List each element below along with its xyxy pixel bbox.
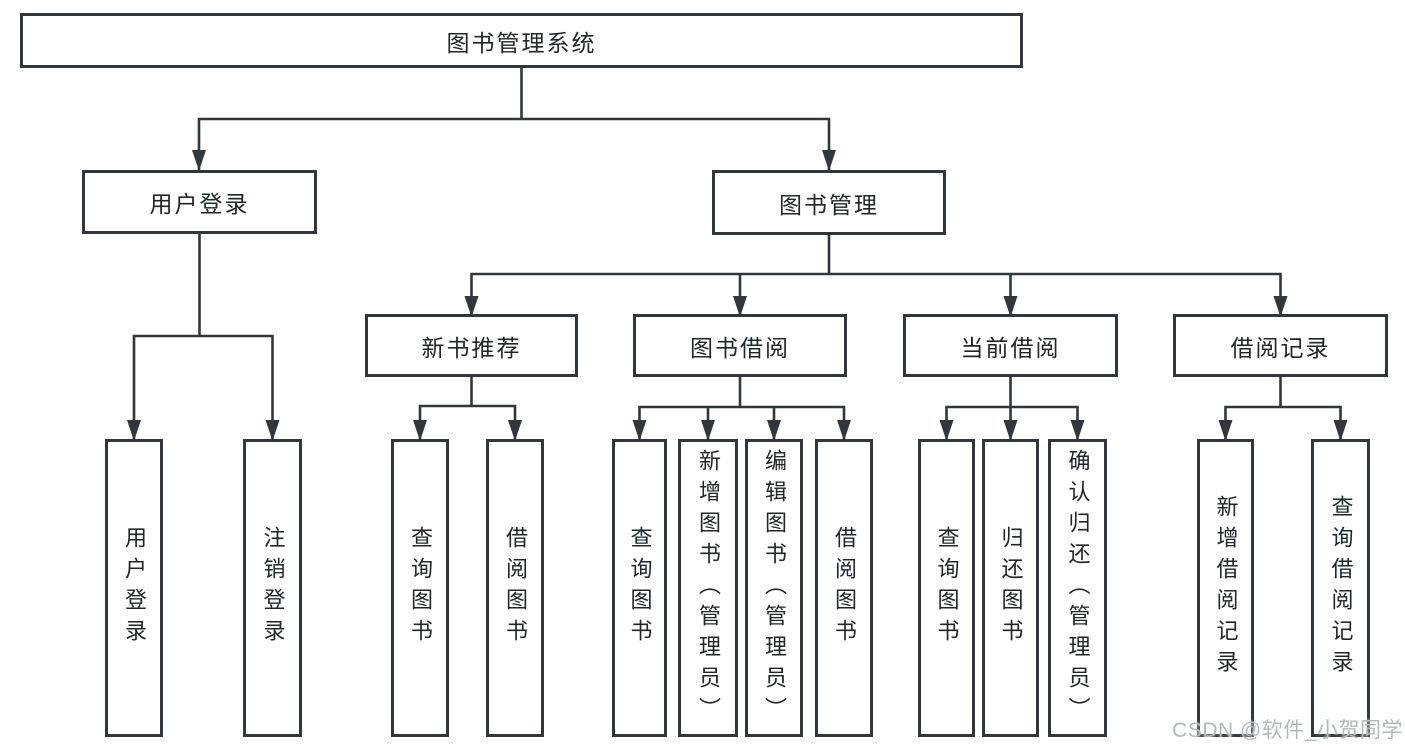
node-label: 借阅图书 bbox=[832, 526, 857, 650]
arrow-down-icon bbox=[632, 420, 647, 441]
node-label: 新书推荐 bbox=[421, 334, 522, 361]
node-label: 图书借阅 bbox=[690, 334, 790, 361]
edge-newbook-to-leaves bbox=[418, 375, 517, 444]
arrow-down-icon bbox=[767, 420, 781, 441]
edge-bookmgmt-to-level2 bbox=[470, 232, 1282, 320]
edge-userlogin-to-leaves bbox=[132, 231, 274, 444]
node-label: 新增借阅记录 bbox=[1213, 495, 1239, 681]
arrow-down-icon bbox=[508, 420, 522, 441]
arrow-down-icon bbox=[265, 420, 280, 441]
node-leaf-borrow-books: 借阅图书 bbox=[815, 439, 873, 737]
node-label: 用户登录 bbox=[122, 526, 147, 650]
arrowhead-icons bbox=[127, 150, 1348, 441]
node-label: 用户登录 bbox=[149, 191, 250, 217]
node-book-management: 图书管理 bbox=[712, 170, 946, 235]
arrow-down-icon bbox=[192, 150, 206, 171]
node-leaf-confirm-return-admin: 确认归还（管理员） bbox=[1048, 439, 1107, 737]
arrow-down-icon bbox=[127, 420, 141, 441]
edge-borrowrecord-to-leaves bbox=[1224, 375, 1342, 444]
edge-root-to-level1 bbox=[197, 66, 831, 174]
arrow-down-icon bbox=[1218, 420, 1233, 441]
node-label: 当前借阅 bbox=[960, 334, 1061, 361]
node-label: 查询图书 bbox=[408, 526, 433, 650]
node-leaf-add-book-admin: 新增图书（管理员） bbox=[678, 439, 738, 737]
arrow-down-icon bbox=[1070, 420, 1085, 441]
edge-bookborrow-to-leaves bbox=[638, 375, 846, 444]
node-leaf-return-book: 归还图书 bbox=[982, 439, 1039, 737]
node-label: 归还图书 bbox=[998, 526, 1024, 650]
arrow-down-icon bbox=[837, 420, 851, 441]
arrow-down-icon bbox=[1333, 420, 1348, 441]
node-leaf-logout: 注销登录 bbox=[243, 439, 302, 737]
arrow-down-icon bbox=[1273, 296, 1288, 317]
arrow-down-icon bbox=[733, 296, 747, 317]
node-label: 借阅图书 bbox=[503, 526, 528, 650]
node-system-root: 图书管理系统 bbox=[20, 13, 1023, 68]
node-label: 借阅记录 bbox=[1230, 334, 1331, 361]
arrow-down-icon bbox=[939, 420, 954, 441]
node-leaf-borrow-books-recommend: 借阅图书 bbox=[486, 439, 544, 737]
node-leaf-query-books-borrow: 查询图书 bbox=[612, 439, 667, 737]
node-new-book-recommend: 新书推荐 bbox=[365, 314, 578, 377]
watermark: CSDN @软件_小贺同学 bbox=[1172, 719, 1403, 742]
arrow-down-icon bbox=[413, 420, 427, 441]
node-leaf-query-books-current: 查询图书 bbox=[918, 439, 975, 737]
arrow-down-icon bbox=[822, 150, 836, 171]
node-label: 图书管理 bbox=[779, 191, 879, 218]
node-leaf-query-borrow-record: 查询借阅记录 bbox=[1311, 439, 1370, 737]
node-label: 查询图书 bbox=[934, 526, 960, 650]
node-label: 查询图书 bbox=[627, 526, 653, 650]
arrow-down-icon bbox=[1003, 420, 1018, 441]
arrow-down-icon bbox=[1003, 296, 1018, 317]
node-label: 注销登录 bbox=[260, 526, 286, 650]
node-leaf-add-borrow-record: 新增借阅记录 bbox=[1197, 439, 1254, 737]
node-label: 编辑图书（管理员） bbox=[762, 448, 787, 728]
node-leaf-edit-book-admin: 编辑图书（管理员） bbox=[745, 439, 803, 737]
node-leaf-query-books-recommend: 查询图书 bbox=[391, 439, 449, 737]
node-label: 新增图书（管理员） bbox=[696, 448, 721, 728]
node-label: 确认归还（管理员） bbox=[1065, 448, 1091, 728]
node-book-borrow: 图书借阅 bbox=[633, 314, 847, 377]
node-borrow-records: 借阅记录 bbox=[1173, 314, 1388, 377]
arrow-down-icon bbox=[701, 420, 715, 441]
node-user-login: 用户登录 bbox=[82, 170, 317, 234]
arrow-down-icon bbox=[464, 296, 479, 317]
node-label: 图书管理系统 bbox=[446, 29, 597, 56]
node-label: 查询借阅记录 bbox=[1328, 495, 1354, 681]
node-current-borrow: 当前借阅 bbox=[903, 314, 1118, 377]
node-leaf-user-login: 用户登录 bbox=[105, 439, 163, 737]
